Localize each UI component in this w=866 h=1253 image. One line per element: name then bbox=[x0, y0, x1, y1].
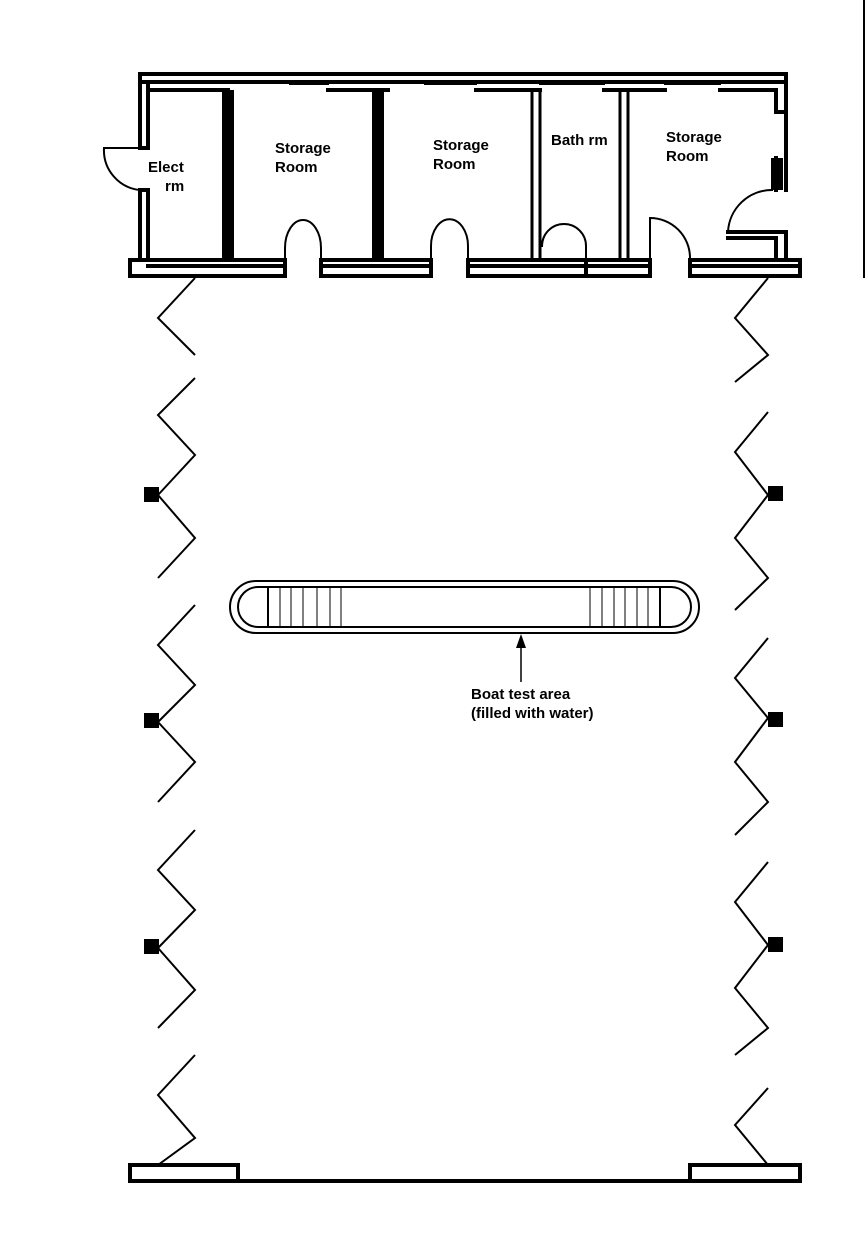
column-left-1 bbox=[144, 487, 159, 502]
right-wall bbox=[726, 72, 788, 264]
top-inner-wall bbox=[148, 83, 778, 92]
column-right-1 bbox=[768, 486, 783, 501]
pool-steps-left bbox=[279, 587, 342, 627]
label-storage3-2: Room bbox=[666, 148, 709, 165]
test-area-label-2: (filled with water) bbox=[471, 705, 594, 722]
rooms-building bbox=[102, 72, 802, 278]
door-exit-right bbox=[726, 188, 774, 234]
door-bath bbox=[540, 223, 587, 263]
door-storage-1 bbox=[284, 219, 322, 263]
column-right-2 bbox=[768, 712, 783, 727]
label-elect-2: rm bbox=[165, 178, 184, 195]
column-right-3 bbox=[768, 937, 783, 952]
label-storage3-1: Storage bbox=[666, 129, 722, 146]
label-storage2-2: Room bbox=[433, 156, 476, 173]
label-storage1-1: Storage bbox=[275, 140, 331, 157]
boat-test-pool bbox=[229, 580, 700, 634]
right-folding-doors bbox=[733, 277, 770, 1166]
door-storage-3 bbox=[649, 216, 691, 263]
room-labels: Elect rm Storage Room Storage Room Bath … bbox=[148, 129, 722, 195]
label-storage1-2: Room bbox=[275, 159, 318, 176]
bottom-building-wall bbox=[128, 1163, 802, 1183]
door-storage-2 bbox=[430, 218, 469, 263]
left-folding-doors bbox=[156, 277, 197, 1166]
column-left-3 bbox=[144, 939, 159, 954]
columns bbox=[144, 486, 783, 954]
test-area-label-1: Boat test area bbox=[471, 686, 571, 703]
label-bath: Bath rm bbox=[551, 132, 608, 149]
room-doors bbox=[102, 146, 774, 263]
pool-steps-right bbox=[589, 587, 649, 627]
label-storage2-1: Storage bbox=[433, 137, 489, 154]
pool-arrow bbox=[516, 634, 526, 682]
door-exit-left bbox=[102, 146, 142, 192]
partitions bbox=[222, 88, 630, 262]
label-elect-1: Elect bbox=[148, 159, 184, 176]
left-wall bbox=[138, 72, 150, 264]
column-left-2 bbox=[144, 713, 159, 728]
